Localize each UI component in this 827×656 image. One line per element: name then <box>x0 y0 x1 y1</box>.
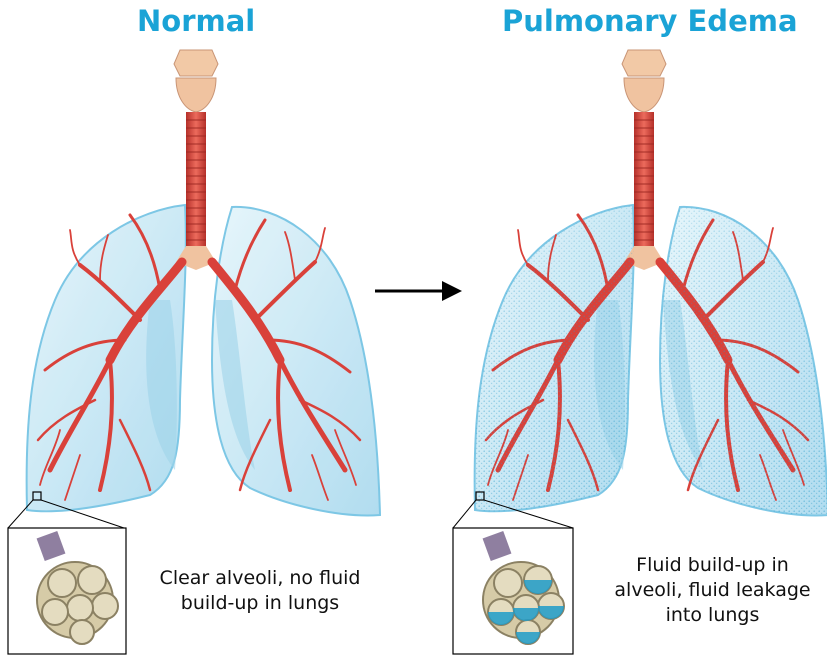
caption-edema: Fluid build-up in alveoli, fluid leakage… <box>600 553 825 628</box>
caption-normal-line-2: build-up in lungs <box>140 591 380 616</box>
caption-edema-line-2: alveoli, fluid leakage <box>600 578 825 603</box>
normal-alveoli-inset <box>8 492 126 654</box>
caption-edema-line-3: into lungs <box>600 603 825 628</box>
edema-alveoli-inset <box>453 492 573 654</box>
edema-lungs <box>475 50 827 515</box>
arrow-right-icon <box>375 281 462 301</box>
caption-edema-line-1: Fluid build-up in <box>600 553 825 578</box>
normal-lungs <box>27 50 380 515</box>
caption-normal-line-1: Clear alveoli, no fluid <box>140 566 380 591</box>
caption-normal: Clear alveoli, no fluid build-up in lung… <box>140 566 380 616</box>
